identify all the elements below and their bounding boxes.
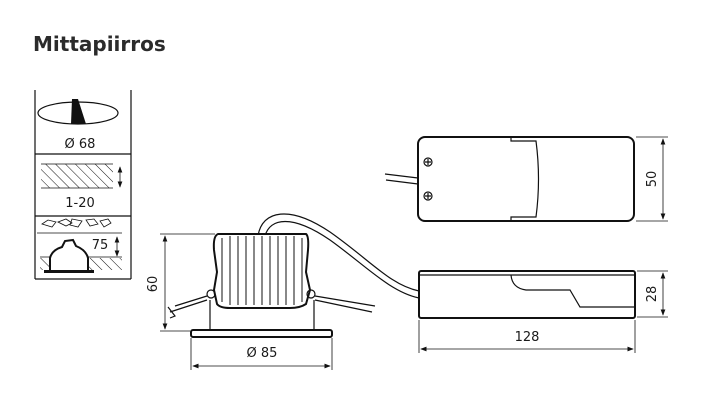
driver-top-view [384,136,668,222]
ceiling-thickness-label: 1-20 [65,196,95,211]
installation-legend-panel: Ø 68 1-20 75 [34,90,132,280]
cutout-icon [37,99,119,125]
page-title: Mittapiirros [33,32,166,56]
cutout-diameter-label: Ø 68 [65,137,96,152]
luminaire-diameter-label: Ø 85 [247,346,278,361]
driver-height-label: 28 [645,286,660,303]
recess-depth-label: 75 [92,238,109,253]
ceiling-thickness-icon [41,163,123,189]
screw-icon [423,191,433,201]
driver-width-label: 50 [645,171,660,188]
driver-side-view [418,270,668,353]
driver-length-label: 128 [515,330,540,345]
luminaire-height-label: 60 [146,276,161,293]
luminaire-side-view [160,213,420,370]
screw-icon [423,157,433,167]
recess-depth-icon [37,218,122,273]
